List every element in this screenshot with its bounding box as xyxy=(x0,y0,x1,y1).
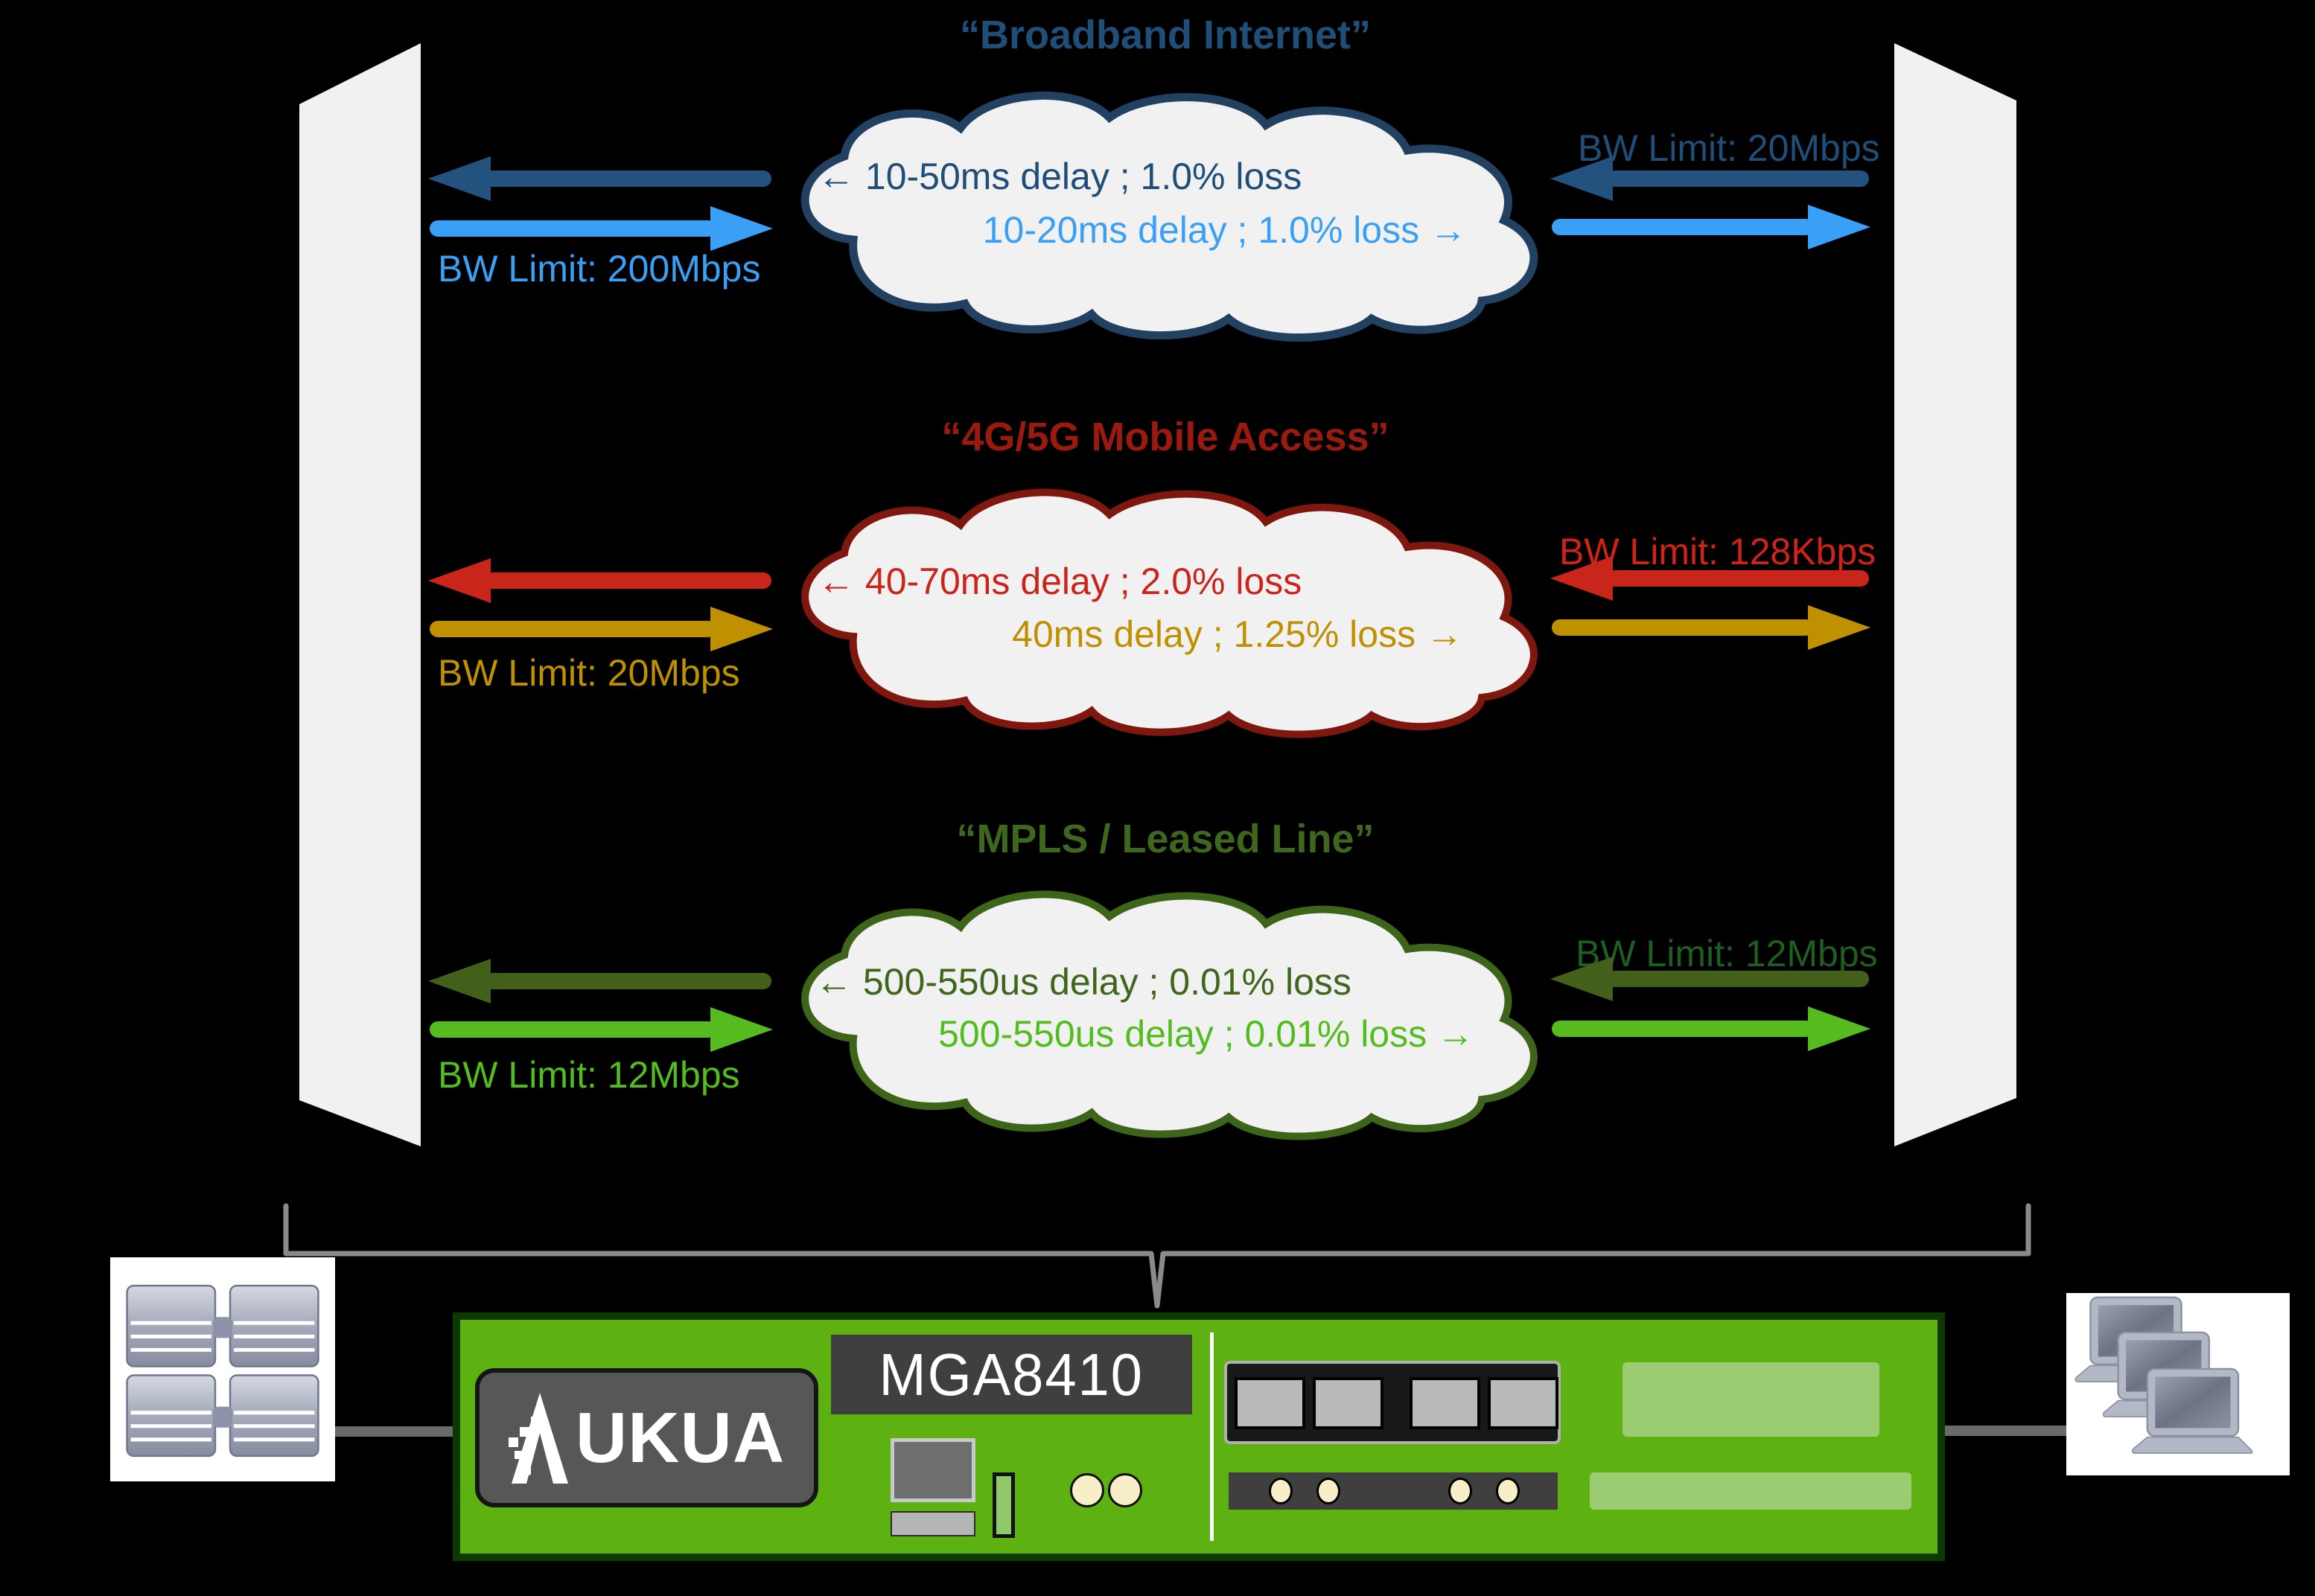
link-title-mobile: “4G/5G Mobile Access” xyxy=(941,415,1389,459)
port-1 xyxy=(1235,1377,1305,1429)
vent-grille-bottom xyxy=(1590,1472,1911,1510)
client-endpoint-card xyxy=(2066,1293,2290,1475)
broadband-right-bw-label: BW Limit: 20Mbps xyxy=(1578,127,1880,169)
arrow-shaft xyxy=(485,973,771,989)
mobile-right-forward-arrow xyxy=(1550,605,1870,650)
arrow-shaft xyxy=(430,621,716,637)
left-endpoint-panel xyxy=(299,43,421,1146)
server-endpoint-card xyxy=(110,1257,335,1481)
arrow-shaft xyxy=(1607,971,1869,987)
arrowhead xyxy=(1808,1006,1870,1051)
mpls-left-reverse-arrow xyxy=(428,959,773,1003)
arrowhead xyxy=(428,156,491,201)
panel-divider xyxy=(1210,1332,1214,1541)
mpls-right-reverse-arrow xyxy=(1550,957,1870,1001)
mgmt-screen-icon xyxy=(891,1438,975,1502)
broadband-right-forward-arrow xyxy=(1550,205,1870,249)
laptop-group-icon xyxy=(2074,1296,2253,1455)
broadband-left-reverse-arrow xyxy=(428,156,773,201)
arrow-shaft xyxy=(430,220,716,237)
mobile-left-bw-label: BW Limit: 20Mbps xyxy=(438,652,740,694)
port-led-2 xyxy=(1316,1478,1340,1504)
port-led-1 xyxy=(1269,1478,1293,1504)
arrow-shaft xyxy=(485,572,771,589)
mobile-forward-impairment: 40ms delay ; 1.25% loss → xyxy=(1012,613,1463,655)
mobile-right-reverse-arrow xyxy=(1550,556,1870,601)
laptop-front xyxy=(2132,1367,2253,1455)
broadband-reverse-impairment: ← 10-50ms delay ; 1.0% loss xyxy=(818,156,1302,197)
mpls-left-forward-arrow xyxy=(428,1007,773,1052)
link-title-mpls: “MPLS / Leased Line” xyxy=(956,817,1375,861)
mga8410-device: UKUA MGA8410 xyxy=(453,1312,1945,1561)
model-name-plate: MGA8410 xyxy=(831,1335,1192,1414)
mobile-left-reverse-arrow xyxy=(428,558,773,603)
model-name: MGA8410 xyxy=(879,1341,1144,1408)
arrow-shaft xyxy=(1552,1021,1814,1037)
cloud-mpls xyxy=(801,890,1538,1140)
arrow-shaft xyxy=(1607,170,1869,187)
mobile-left-forward-arrow xyxy=(428,607,773,651)
mobile-reverse-impairment: ← 40-70ms delay ; 2.0% loss xyxy=(818,561,1302,602)
broadband-forward-impairment: 10-20ms delay ; 1.0% loss → xyxy=(982,209,1467,251)
arrowhead xyxy=(710,1007,773,1052)
brace-to-device xyxy=(283,1203,2031,1309)
port-module xyxy=(1224,1361,1561,1444)
arrow-shaft xyxy=(1607,570,1869,587)
arrowhead xyxy=(1550,957,1613,1001)
arrow-shaft xyxy=(1552,219,1814,235)
arrowhead xyxy=(710,206,773,251)
status-bar-indicator xyxy=(993,1472,1015,1538)
port-4 xyxy=(1488,1377,1558,1429)
arrowhead xyxy=(428,959,491,1003)
aukua-logo-text: UKUA xyxy=(575,1397,786,1478)
cloud-broadband xyxy=(800,91,1538,342)
broadband-left-forward-arrow xyxy=(428,206,773,251)
link-title-broadband: “Broadband Internet” xyxy=(959,13,1372,57)
front-led xyxy=(1070,1473,1104,1507)
broadband-left-bw-label: BW Limit: 200Mbps xyxy=(438,248,761,290)
mpls-forward-impairment: 500-550us delay ; 0.01% loss → xyxy=(938,1013,1474,1055)
arrowhead xyxy=(1550,156,1613,201)
aukua-logo-icon xyxy=(508,1392,568,1484)
cloud-mobile xyxy=(801,488,1538,738)
port-2 xyxy=(1313,1377,1383,1429)
port-led-3 xyxy=(1448,1478,1472,1504)
mgmt-screen-base xyxy=(891,1511,975,1536)
arrow-shaft xyxy=(485,170,771,187)
mpls-reverse-impairment: ← 500-550us delay ; 0.01% loss xyxy=(815,961,1351,1003)
server-stack-icon xyxy=(126,1284,319,1458)
front-led xyxy=(1108,1473,1142,1507)
broadband-right-reverse-arrow xyxy=(1550,156,1870,201)
mpls-right-bw-label: BW Limit: 12Mbps xyxy=(1576,933,1878,974)
led-strip xyxy=(1229,1472,1558,1510)
port-3 xyxy=(1410,1377,1480,1429)
mpls-right-forward-arrow xyxy=(1550,1006,1870,1051)
arrow-shaft xyxy=(1552,619,1814,636)
vent-grille-top xyxy=(1623,1362,1879,1437)
port-led-4 xyxy=(1496,1478,1520,1504)
arrowhead xyxy=(710,607,773,651)
aukua-logo-panel: UKUA xyxy=(475,1368,818,1507)
arrow-shaft xyxy=(430,1021,716,1038)
arrowhead xyxy=(428,558,491,603)
arrowhead xyxy=(1550,556,1613,601)
arrowhead xyxy=(1808,205,1870,249)
arrowhead xyxy=(1808,605,1870,650)
mpls-left-bw-label: BW Limit: 12Mbps xyxy=(438,1054,740,1096)
right-endpoint-panel xyxy=(1894,43,2016,1146)
